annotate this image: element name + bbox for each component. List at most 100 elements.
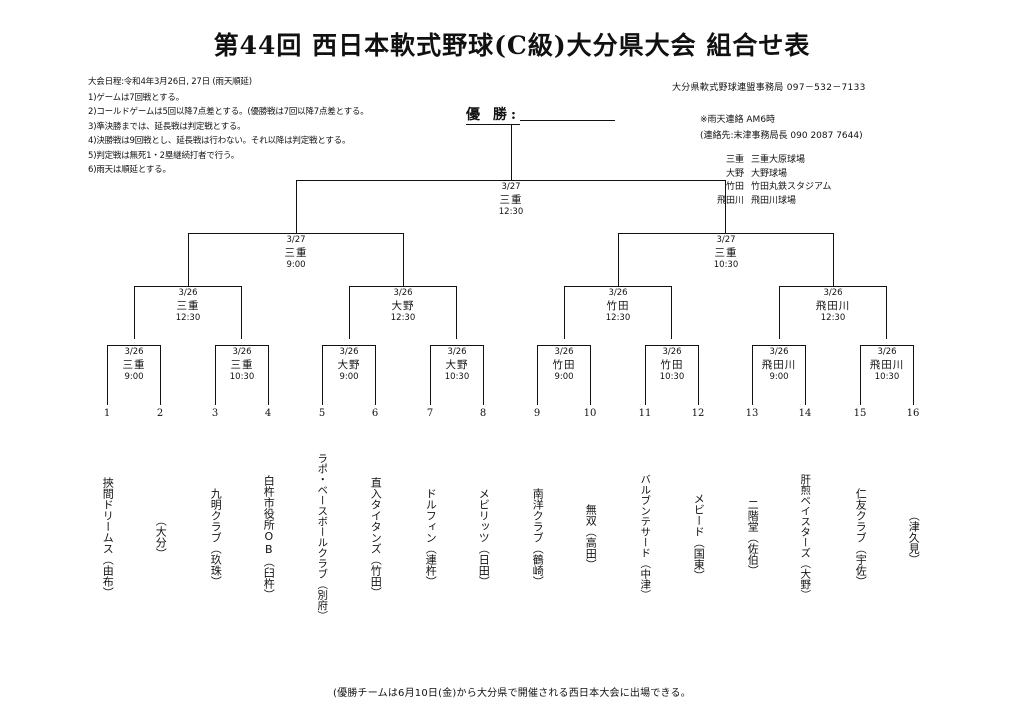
venue-name: 竹田丸鉄スタジアム xyxy=(751,182,832,192)
team-seed-number: 1 xyxy=(103,408,111,419)
r1-8-drop-b xyxy=(913,345,915,405)
match-date: 3/26 xyxy=(393,288,413,298)
r1-4-drop-a xyxy=(430,345,432,405)
match-venue: 竹田 xyxy=(660,358,684,371)
qf4-drop-b xyxy=(886,286,888,339)
match-node-quarterfinal-3[interactable]: 3/26 竹田 12:30 xyxy=(578,287,658,325)
r1-4-drop-b xyxy=(483,345,485,405)
final-right-drop xyxy=(725,180,727,233)
team-entry[interactable]: 16 （津久見） xyxy=(896,408,930,657)
match-time: 12:30 xyxy=(390,313,416,323)
match-node-round1-8[interactable]: 3/26 飛田川 10:30 xyxy=(862,346,912,384)
match-time: 12:30 xyxy=(498,207,524,217)
final-crossbar xyxy=(296,180,726,182)
champion-label: 優 勝: xyxy=(466,104,521,125)
qf3-drop-a xyxy=(564,286,566,339)
match-time: 12:30 xyxy=(820,313,846,323)
match-node-round1-3[interactable]: 3/26 大野 9:00 xyxy=(324,346,374,384)
match-node-semifinal-2[interactable]: 3/27 三重 10:30 xyxy=(686,234,766,272)
team-entry[interactable]: 15 仁友クラブ（宇佐） xyxy=(843,408,877,657)
team-seed-number: 16 xyxy=(906,408,920,419)
match-date: 3/26 xyxy=(178,288,198,298)
team-name: 白杵市役所OB（臼杵） xyxy=(262,474,276,600)
qf2-crossbar xyxy=(349,286,457,288)
match-venue: 竹田 xyxy=(606,299,630,312)
team-entry[interactable]: 2 （大分） xyxy=(143,408,177,657)
r1-3-drop-b xyxy=(375,345,377,405)
match-date: 3/26 xyxy=(232,347,252,357)
champion-name-blank xyxy=(520,104,615,121)
team-entry[interactable]: 8 メビリッツ（日田） xyxy=(466,408,500,657)
venue-legend-row: 大野大野球場 xyxy=(700,168,831,182)
federation-office-contact: 大分県軟式野球連盟事務局 097－532－7133 xyxy=(672,83,866,93)
semifinal-right-drop-a xyxy=(618,233,620,286)
match-node-quarterfinal-1[interactable]: 3/26 三重 12:30 xyxy=(148,287,228,325)
match-node-quarterfinal-4[interactable]: 3/26 飛田川 12:30 xyxy=(793,287,873,325)
match-venue: 三重 xyxy=(122,358,146,371)
team-entry[interactable]: 9 南洋クラブ（鶴崎） xyxy=(520,408,554,657)
r1-5-crossbar xyxy=(537,345,591,347)
champion-label-text: 優 勝: xyxy=(466,107,521,125)
team-entry[interactable]: 13 二階堂（佐伯） xyxy=(735,408,769,657)
match-time: 9:00 xyxy=(769,372,789,382)
match-date: 3/26 xyxy=(554,347,574,357)
match-node-semifinal-1[interactable]: 3/27 三重 9:00 xyxy=(256,234,336,272)
team-seed-number: 6 xyxy=(371,408,379,419)
team-entry[interactable]: 10 無双（高田） xyxy=(573,408,607,657)
match-node-round1-2[interactable]: 3/26 三重 10:30 xyxy=(217,346,267,384)
note-line: 4)決勝戦は9回戦とし、延長戦は行わない。それ以降は判定戦とする。 xyxy=(88,136,351,146)
team-entry[interactable]: 11 バルブンテサード（中津） xyxy=(628,408,662,657)
qf4-drop-a xyxy=(779,286,781,339)
match-date: 3/26 xyxy=(877,347,897,357)
r1-5-drop-a xyxy=(537,345,539,405)
venue-legend-row: 飛田川飛田川球場 xyxy=(700,195,831,209)
team-seed-number: 5 xyxy=(318,408,326,419)
match-venue: 飛田川 xyxy=(869,358,905,371)
team-entry[interactable]: 1 挾間ドリームス（由布） xyxy=(90,408,124,657)
team-entry[interactable]: 14 肝煎ベイスターズ（大野） xyxy=(788,408,822,657)
match-node-round1-1[interactable]: 3/26 三重 9:00 xyxy=(109,346,159,384)
match-venue: 竹田 xyxy=(552,358,576,371)
match-node-round1-5[interactable]: 3/26 竹田 9:00 xyxy=(539,346,589,384)
match-time: 12:30 xyxy=(175,313,201,323)
qf1-crossbar xyxy=(134,286,242,288)
venue-code: 三重 xyxy=(725,155,744,165)
match-node-round1-4[interactable]: 3/26 大野 10:30 xyxy=(432,346,482,384)
team-entry[interactable]: 3 九明クラブ（玖珠） xyxy=(198,408,232,657)
r1-6-drop-b xyxy=(698,345,700,405)
team-entry[interactable]: 12 メビード（国東） xyxy=(681,408,715,657)
r1-8-drop-a xyxy=(860,345,862,405)
team-entry[interactable]: 5 ラポ・ベースボールクラブ（別府） xyxy=(305,408,339,657)
team-entry[interactable]: 4 白杵市役所OB（臼杵） xyxy=(251,408,285,657)
match-time: 9:00 xyxy=(286,260,306,270)
team-name: 仁友クラブ（宇佐） xyxy=(854,487,868,587)
team-entry[interactable]: 7 ドルフィン（連杵） xyxy=(413,408,447,657)
team-seed-number: 4 xyxy=(264,408,272,419)
semifinal-right-drop-b xyxy=(833,233,835,286)
r1-6-drop-a xyxy=(645,345,647,405)
semifinal-left-crossbar xyxy=(188,233,404,235)
match-node-round1-7[interactable]: 3/26 飛田川 9:00 xyxy=(754,346,804,384)
r1-2-crossbar xyxy=(215,345,269,347)
match-date: 3/26 xyxy=(769,347,789,357)
match-date: 3/26 xyxy=(662,347,682,357)
team-name: 肝煎ベイスターズ（大野） xyxy=(799,474,812,600)
match-node-final[interactable]: 3/27 三重 12:30 xyxy=(471,181,551,219)
team-entry[interactable]: 6 直入タイタンズ（竹田） xyxy=(358,408,392,657)
semifinal-left-drop-a xyxy=(188,233,190,286)
qf3-crossbar xyxy=(564,286,672,288)
qf3-drop-b xyxy=(671,286,673,339)
match-node-quarterfinal-2[interactable]: 3/26 大野 12:30 xyxy=(363,287,443,325)
match-date: 3/27 xyxy=(716,235,736,245)
r1-3-drop-a xyxy=(322,345,324,405)
r1-1-crossbar xyxy=(107,345,161,347)
note-line: 2)コールドゲームは5回以降7点差とする。(優勝戦は7回以降7点差とする。 xyxy=(88,107,369,117)
note-line: 6)雨天は順延とする。 xyxy=(88,165,171,175)
team-seed-number: 11 xyxy=(638,408,652,419)
venue-code: 竹田 xyxy=(725,182,744,192)
team-name: 挾間ドリームス（由布） xyxy=(101,476,115,598)
qf2-drop-a xyxy=(349,286,351,339)
rain-notice: ※雨天連絡 AM6時 xyxy=(700,115,776,125)
match-node-round1-6[interactable]: 3/26 竹田 10:30 xyxy=(647,346,697,384)
semifinal-left-drop-b xyxy=(403,233,405,286)
